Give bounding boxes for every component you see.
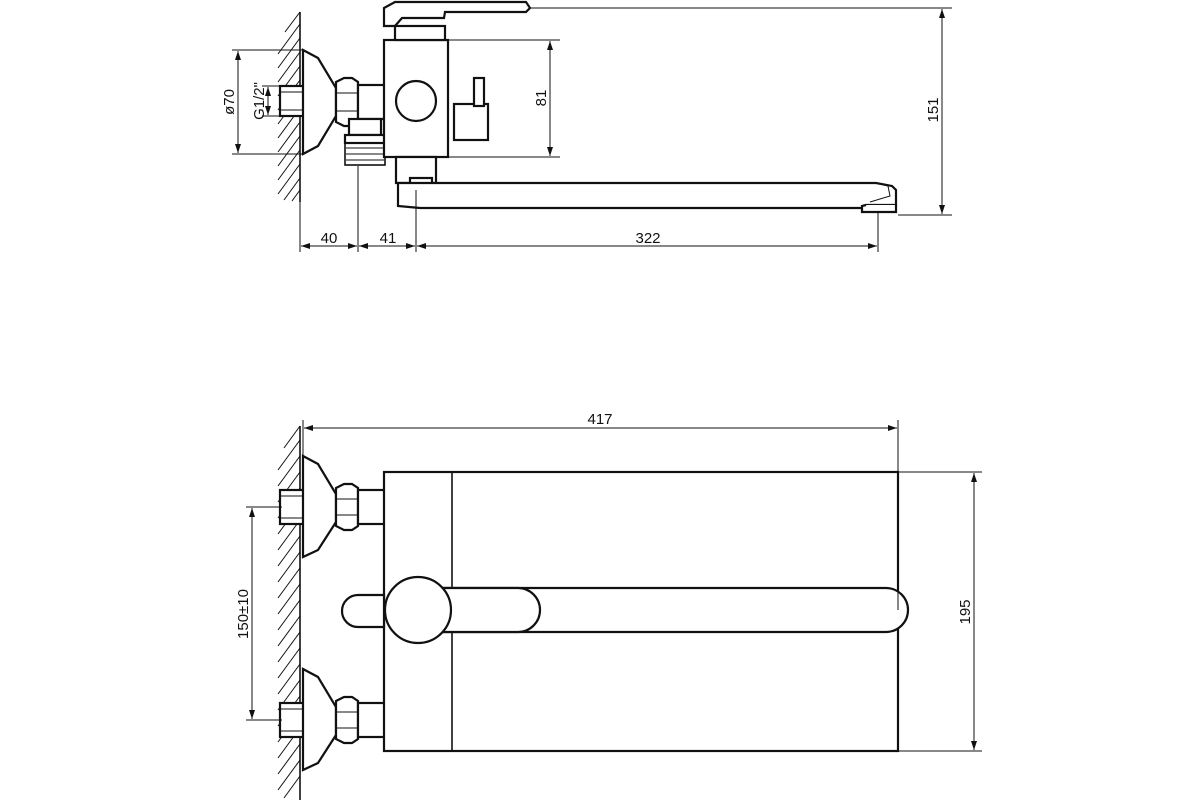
lower-inlet [278,667,388,772]
wall-hatch-side [277,11,301,202]
decorative-flange-side [301,48,338,156]
diverter-knob-side [394,79,438,123]
dim-label-195: 195 [957,599,974,624]
dimension-flange-diameter: ø70 [221,49,303,155]
dim-label-322: 322 [635,230,660,247]
top-view: 417 195 150±10 [235,411,982,800]
wall-pipe-fitting [278,84,306,118]
diverter-pull-top [340,593,386,629]
dimension-spacing: 150±10 [235,506,282,721]
dim-label-flange-diameter: ø70 [221,89,238,115]
side-view: 81 151 ø70 G1/2" [221,0,952,252]
lever-top [438,586,542,634]
dim-label-81: 81 [533,90,550,107]
dim-label-thread: G1/2" [251,82,268,120]
dimension-195: 195 [898,471,982,752]
dim-label-417: 417 [587,411,612,428]
wall-hatch-top [277,425,301,800]
upper-inlet [278,454,388,559]
dim-label-40: 40 [321,230,338,247]
lever-handle-side [382,0,532,28]
diverter-pull-side [452,102,490,142]
spout-side [396,181,898,210]
diverter-knob-top [383,575,453,645]
dimension-417: 417 [302,411,899,610]
dimension-thread: G1/2" [251,82,282,120]
dim-label-41: 41 [380,230,397,247]
dimension-81: 81 [448,39,560,158]
spout-top [438,586,910,634]
dimension-horizontal-side: 40 41 322 [299,166,879,252]
aerator-side [860,203,898,214]
dimension-151: 151 [530,7,952,216]
dim-label-spacing: 150±10 [235,589,252,639]
dim-label-151: 151 [925,97,942,122]
